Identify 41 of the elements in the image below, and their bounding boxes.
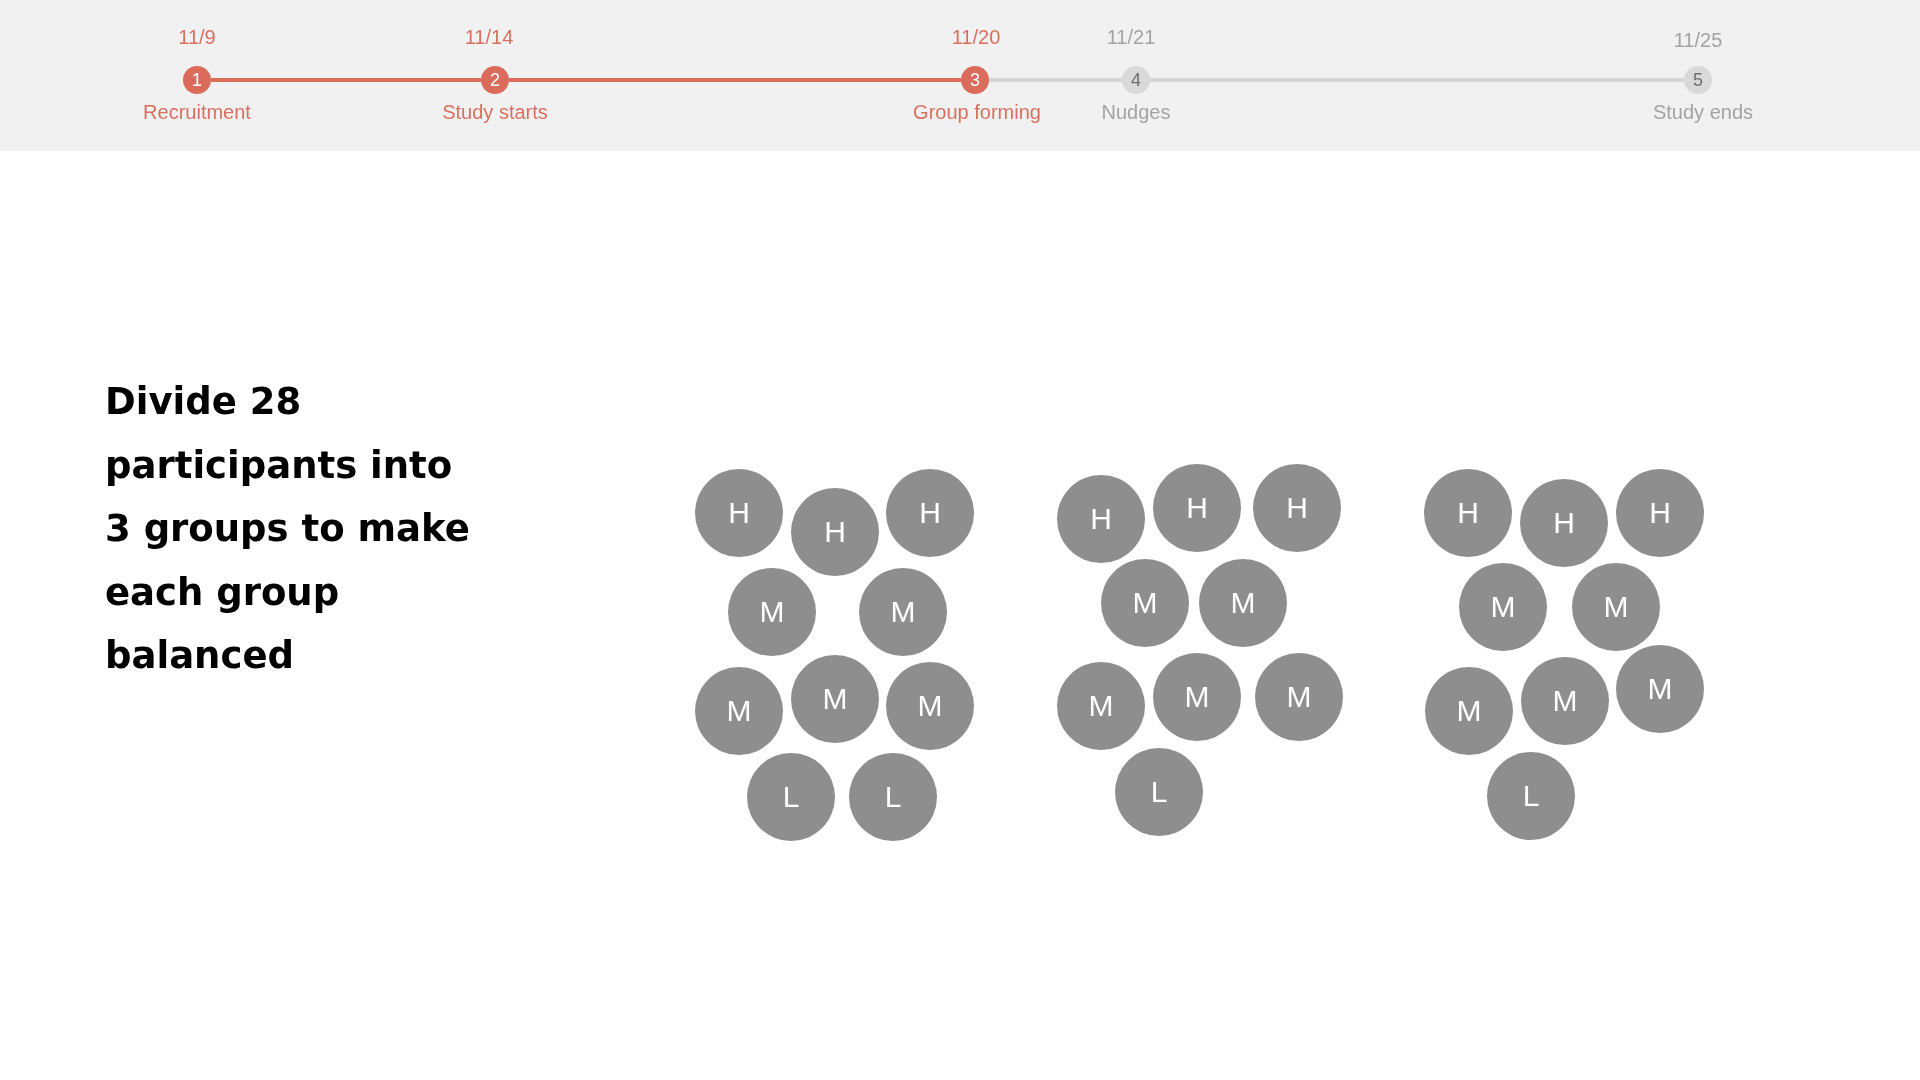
participant-circle: M: [1572, 563, 1660, 651]
step-date: 11/25: [1673, 28, 1723, 52]
step-label: Nudges: [1101, 100, 1171, 124]
participant-circle: M: [728, 568, 816, 656]
participant-circle: M: [1101, 559, 1189, 647]
participant-circle: L: [1487, 752, 1575, 840]
slide-title: Divide 28 participants into 3 groups to make each group balanced: [105, 379, 471, 679]
participant-circle: H: [1520, 479, 1608, 567]
participant-circle: L: [849, 753, 937, 841]
participant-circle: M: [1199, 559, 1287, 647]
participant-circle: M: [695, 667, 783, 755]
participant-circle: M: [1521, 657, 1609, 745]
step-label: Recruitment: [143, 100, 251, 124]
participant-circle: M: [791, 655, 879, 743]
participant-circle: H: [1253, 464, 1341, 552]
participant-circle: M: [1459, 563, 1547, 651]
participant-circle: L: [1115, 748, 1203, 836]
participant-circle: M: [1153, 653, 1241, 741]
participant-circle: M: [1616, 645, 1704, 733]
step-label: Study ends: [1652, 100, 1754, 124]
participant-circle: H: [791, 488, 879, 576]
participant-circle: H: [695, 469, 783, 557]
participant-circle: H: [1424, 469, 1512, 557]
participant-circle: H: [1616, 469, 1704, 557]
step-date: 11/20: [951, 25, 1001, 49]
participant-circle: M: [859, 568, 947, 656]
timeline-connector: [211, 78, 481, 82]
participant-circle: H: [886, 469, 974, 557]
step-label: Study starts: [442, 100, 548, 124]
participant-circle: M: [1255, 653, 1343, 741]
step-label: Group forming: [913, 100, 1041, 124]
participant-circle: M: [1057, 662, 1145, 750]
step-date: 11/9: [178, 25, 216, 49]
step-date: 11/14: [464, 25, 514, 49]
participant-circle: L: [747, 753, 835, 841]
participant-circle: M: [1425, 667, 1513, 755]
participant-circle: H: [1057, 475, 1145, 563]
step-date: 11/21: [1106, 25, 1156, 49]
timeline-connector: [509, 78, 961, 82]
participant-circle: M: [886, 662, 974, 750]
participant-circle: H: [1153, 464, 1241, 552]
